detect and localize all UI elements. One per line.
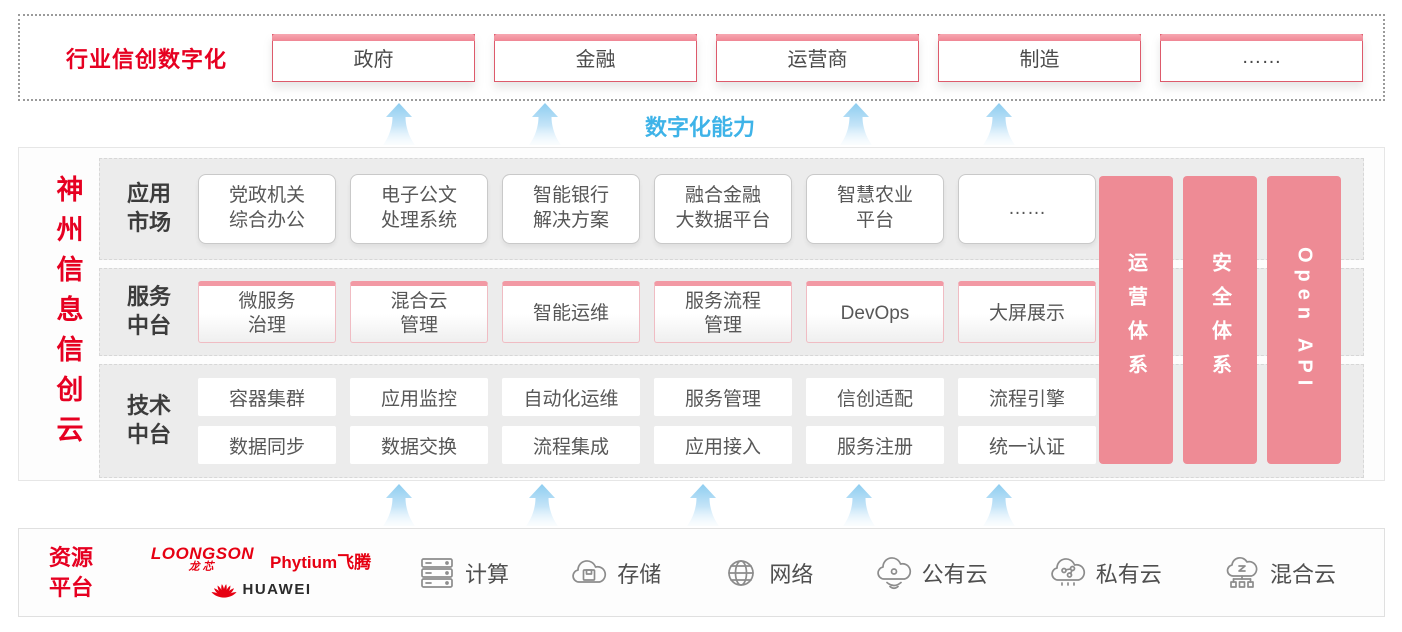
hybrid-cloud-icon bbox=[1226, 556, 1258, 588]
resource-label: 网络 bbox=[769, 561, 814, 587]
tech-box-process-engine: 流程引擎 bbox=[958, 378, 1096, 416]
tech-col: 应用监控 数据交换 bbox=[350, 378, 488, 464]
resource-hybrid-cloud: 混合云 bbox=[1222, 555, 1336, 591]
app-box-finance-bigdata: 融合金融 大数据平台 bbox=[654, 174, 792, 244]
up-arrow-icon bbox=[529, 103, 561, 145]
resource-label: 混合云 bbox=[1269, 561, 1336, 587]
resource-public-cloud: 公有云 bbox=[874, 555, 988, 591]
vendor-logos: LOONGSON 龙芯 Phytium飞腾 bbox=[131, 545, 391, 600]
tech-box-app-access: 应用接入 bbox=[654, 426, 792, 464]
tech-col: 服务管理 应用接入 bbox=[654, 378, 792, 464]
tech-box-unified-auth: 统一认证 bbox=[958, 426, 1096, 464]
up-arrow-icon bbox=[983, 103, 1015, 145]
storage-icon bbox=[572, 559, 607, 583]
resource-label: 计算 bbox=[465, 561, 510, 587]
tech-col: 自动化运维 流程集成 bbox=[502, 378, 640, 464]
tech-box-container-cluster: 容器集群 bbox=[198, 378, 336, 416]
industry-boxes: 政府 金融 运营商 制造 …… bbox=[272, 33, 1363, 82]
industry-band-title: 行业信创数字化 bbox=[66, 46, 228, 72]
application-market-items: 党政机关 综合办公 电子公文 处理系统 智能银行 解决方案 融合金融 大数据平台… bbox=[198, 174, 1096, 244]
tech-platform-items: 容器集群 数据同步 应用监控 数据交换 自动化运维 流程集成 服务管理 应用接入 bbox=[198, 378, 1096, 464]
compute-icon bbox=[421, 557, 453, 588]
up-arrow-icon bbox=[383, 103, 415, 145]
public-cloud-icon bbox=[876, 556, 911, 589]
pillar-security-system: 安全体系 bbox=[1183, 176, 1257, 464]
svc-box-service-process-mgmt: 服务流程 管理 bbox=[654, 281, 792, 343]
huawei-wordmark: HUAWEI bbox=[242, 580, 312, 598]
up-arrow-icon bbox=[687, 484, 719, 526]
industry-box-finance: 金融 bbox=[494, 33, 697, 82]
svc-box-intelligent-ops: 智能运维 bbox=[502, 281, 640, 343]
private-cloud-icon bbox=[1051, 557, 1085, 588]
network-icon bbox=[728, 559, 755, 586]
platform-rows: 应用 市场 党政机关 综合办公 电子公文 处理系统 智能银行 解决方案 融合金融… bbox=[99, 158, 1364, 478]
row-label-application-market: 应用 市场 bbox=[126, 181, 171, 235]
app-box-party-office: 党政机关 综合办公 bbox=[198, 174, 336, 244]
app-box-smart-banking: 智能银行 解决方案 bbox=[502, 174, 640, 244]
tech-col: 信创适配 服务注册 bbox=[806, 378, 944, 464]
resource-platform-band: 资源 平台 LOONGSON 龙芯 Phytium飞腾 bbox=[18, 528, 1385, 617]
app-box-smart-agriculture: 智慧农业 平台 bbox=[806, 174, 944, 244]
resource-network: 网络 bbox=[721, 555, 813, 591]
loongson-logo: LOONGSON 龙芯 bbox=[151, 545, 254, 573]
huawei-flower-icon bbox=[210, 584, 237, 598]
tech-col: 容器集群 数据同步 bbox=[198, 378, 336, 464]
up-arrow-icon bbox=[843, 484, 875, 526]
industry-box-government: 政府 bbox=[272, 33, 475, 82]
pillar-operation-system: 运营体系 bbox=[1099, 176, 1173, 464]
svc-box-big-screen: 大屏展示 bbox=[958, 281, 1096, 343]
tech-platform-row: 技术 中台 容器集群 数据同步 应用监控 数据交换 自动化运维 流程集成 bbox=[99, 364, 1364, 478]
pillar-open-api: Open API bbox=[1267, 176, 1341, 464]
industry-box-manufacturing: 制造 bbox=[938, 33, 1141, 82]
resource-private-cloud: 私有云 bbox=[1048, 555, 1162, 591]
service-platform-items: 微服务 治理 混合云 管理 智能运维 服务流程 管理 DevOps 大屏展示 bbox=[198, 281, 1096, 343]
resource-platform-title: 资源 平台 bbox=[49, 544, 94, 600]
resource-storage: 存储 bbox=[569, 555, 661, 591]
up-arrow-icon bbox=[983, 484, 1015, 526]
app-box-edoc-system: 电子公文 处理系统 bbox=[350, 174, 488, 244]
row-label-tech-platform: 技术 中台 bbox=[126, 393, 171, 447]
huawei-logo: HUAWEI bbox=[210, 578, 312, 600]
logo-row: LOONGSON 龙芯 Phytium飞腾 bbox=[151, 545, 371, 573]
tech-box-process-integration: 流程集成 bbox=[502, 426, 640, 464]
application-market-row: 应用 市场 党政机关 综合办公 电子公文 处理系统 智能银行 解决方案 融合金融… bbox=[99, 158, 1364, 260]
industry-box-operator: 运营商 bbox=[716, 33, 919, 82]
up-arrow-icon bbox=[840, 103, 872, 145]
service-platform-row: 服务 中台 微服务 治理 混合云 管理 智能运维 服务流程 管理 DevOps … bbox=[99, 268, 1364, 356]
industry-band: 行业信创数字化 政府 金融 运营商 制造 …… bbox=[18, 14, 1385, 101]
tech-box-data-sync: 数据同步 bbox=[198, 426, 336, 464]
loongson-wordmark: LOONGSON bbox=[150, 544, 255, 563]
resource-compute: 计算 bbox=[417, 555, 509, 591]
svc-box-microservice-governance: 微服务 治理 bbox=[198, 281, 336, 343]
resource-items: 计算 存储 网络 bbox=[417, 555, 1336, 591]
resource-label: 存储 bbox=[617, 561, 662, 587]
phytium-logo: Phytium飞腾 bbox=[270, 553, 372, 572]
tech-box-service-registry: 服务注册 bbox=[806, 426, 944, 464]
row-label-service-platform: 服务 中台 bbox=[126, 284, 171, 338]
tech-col: 流程引擎 统一认证 bbox=[958, 378, 1096, 464]
tech-box-data-exchange: 数据交换 bbox=[350, 426, 488, 464]
svc-box-hybrid-cloud-mgmt: 混合云 管理 bbox=[350, 281, 488, 343]
tech-box-automated-ops: 自动化运维 bbox=[502, 378, 640, 416]
cloud-platform-panel: 神州信息信创云 应用 市场 党政机关 综合办公 电子公文 处理系统 智能银行 解… bbox=[18, 147, 1385, 481]
loongson-chinese: 龙芯 bbox=[188, 561, 217, 573]
up-arrow-icon bbox=[526, 484, 558, 526]
svc-box-devops: DevOps bbox=[806, 281, 944, 343]
resource-label: 私有云 bbox=[1095, 561, 1162, 587]
platform-title: 神州信息信创云 bbox=[52, 175, 83, 455]
tech-box-service-mgmt: 服务管理 bbox=[654, 378, 792, 416]
tech-box-app-monitoring: 应用监控 bbox=[350, 378, 488, 416]
app-box-more: …… bbox=[958, 174, 1096, 244]
up-arrow-icon bbox=[383, 484, 415, 526]
tech-box-xinchuang-adaptation: 信创适配 bbox=[806, 378, 944, 416]
resource-label: 公有云 bbox=[921, 561, 988, 587]
capability-label: 数字化能力 bbox=[644, 115, 755, 140]
industry-box-more: …… bbox=[1160, 33, 1363, 82]
